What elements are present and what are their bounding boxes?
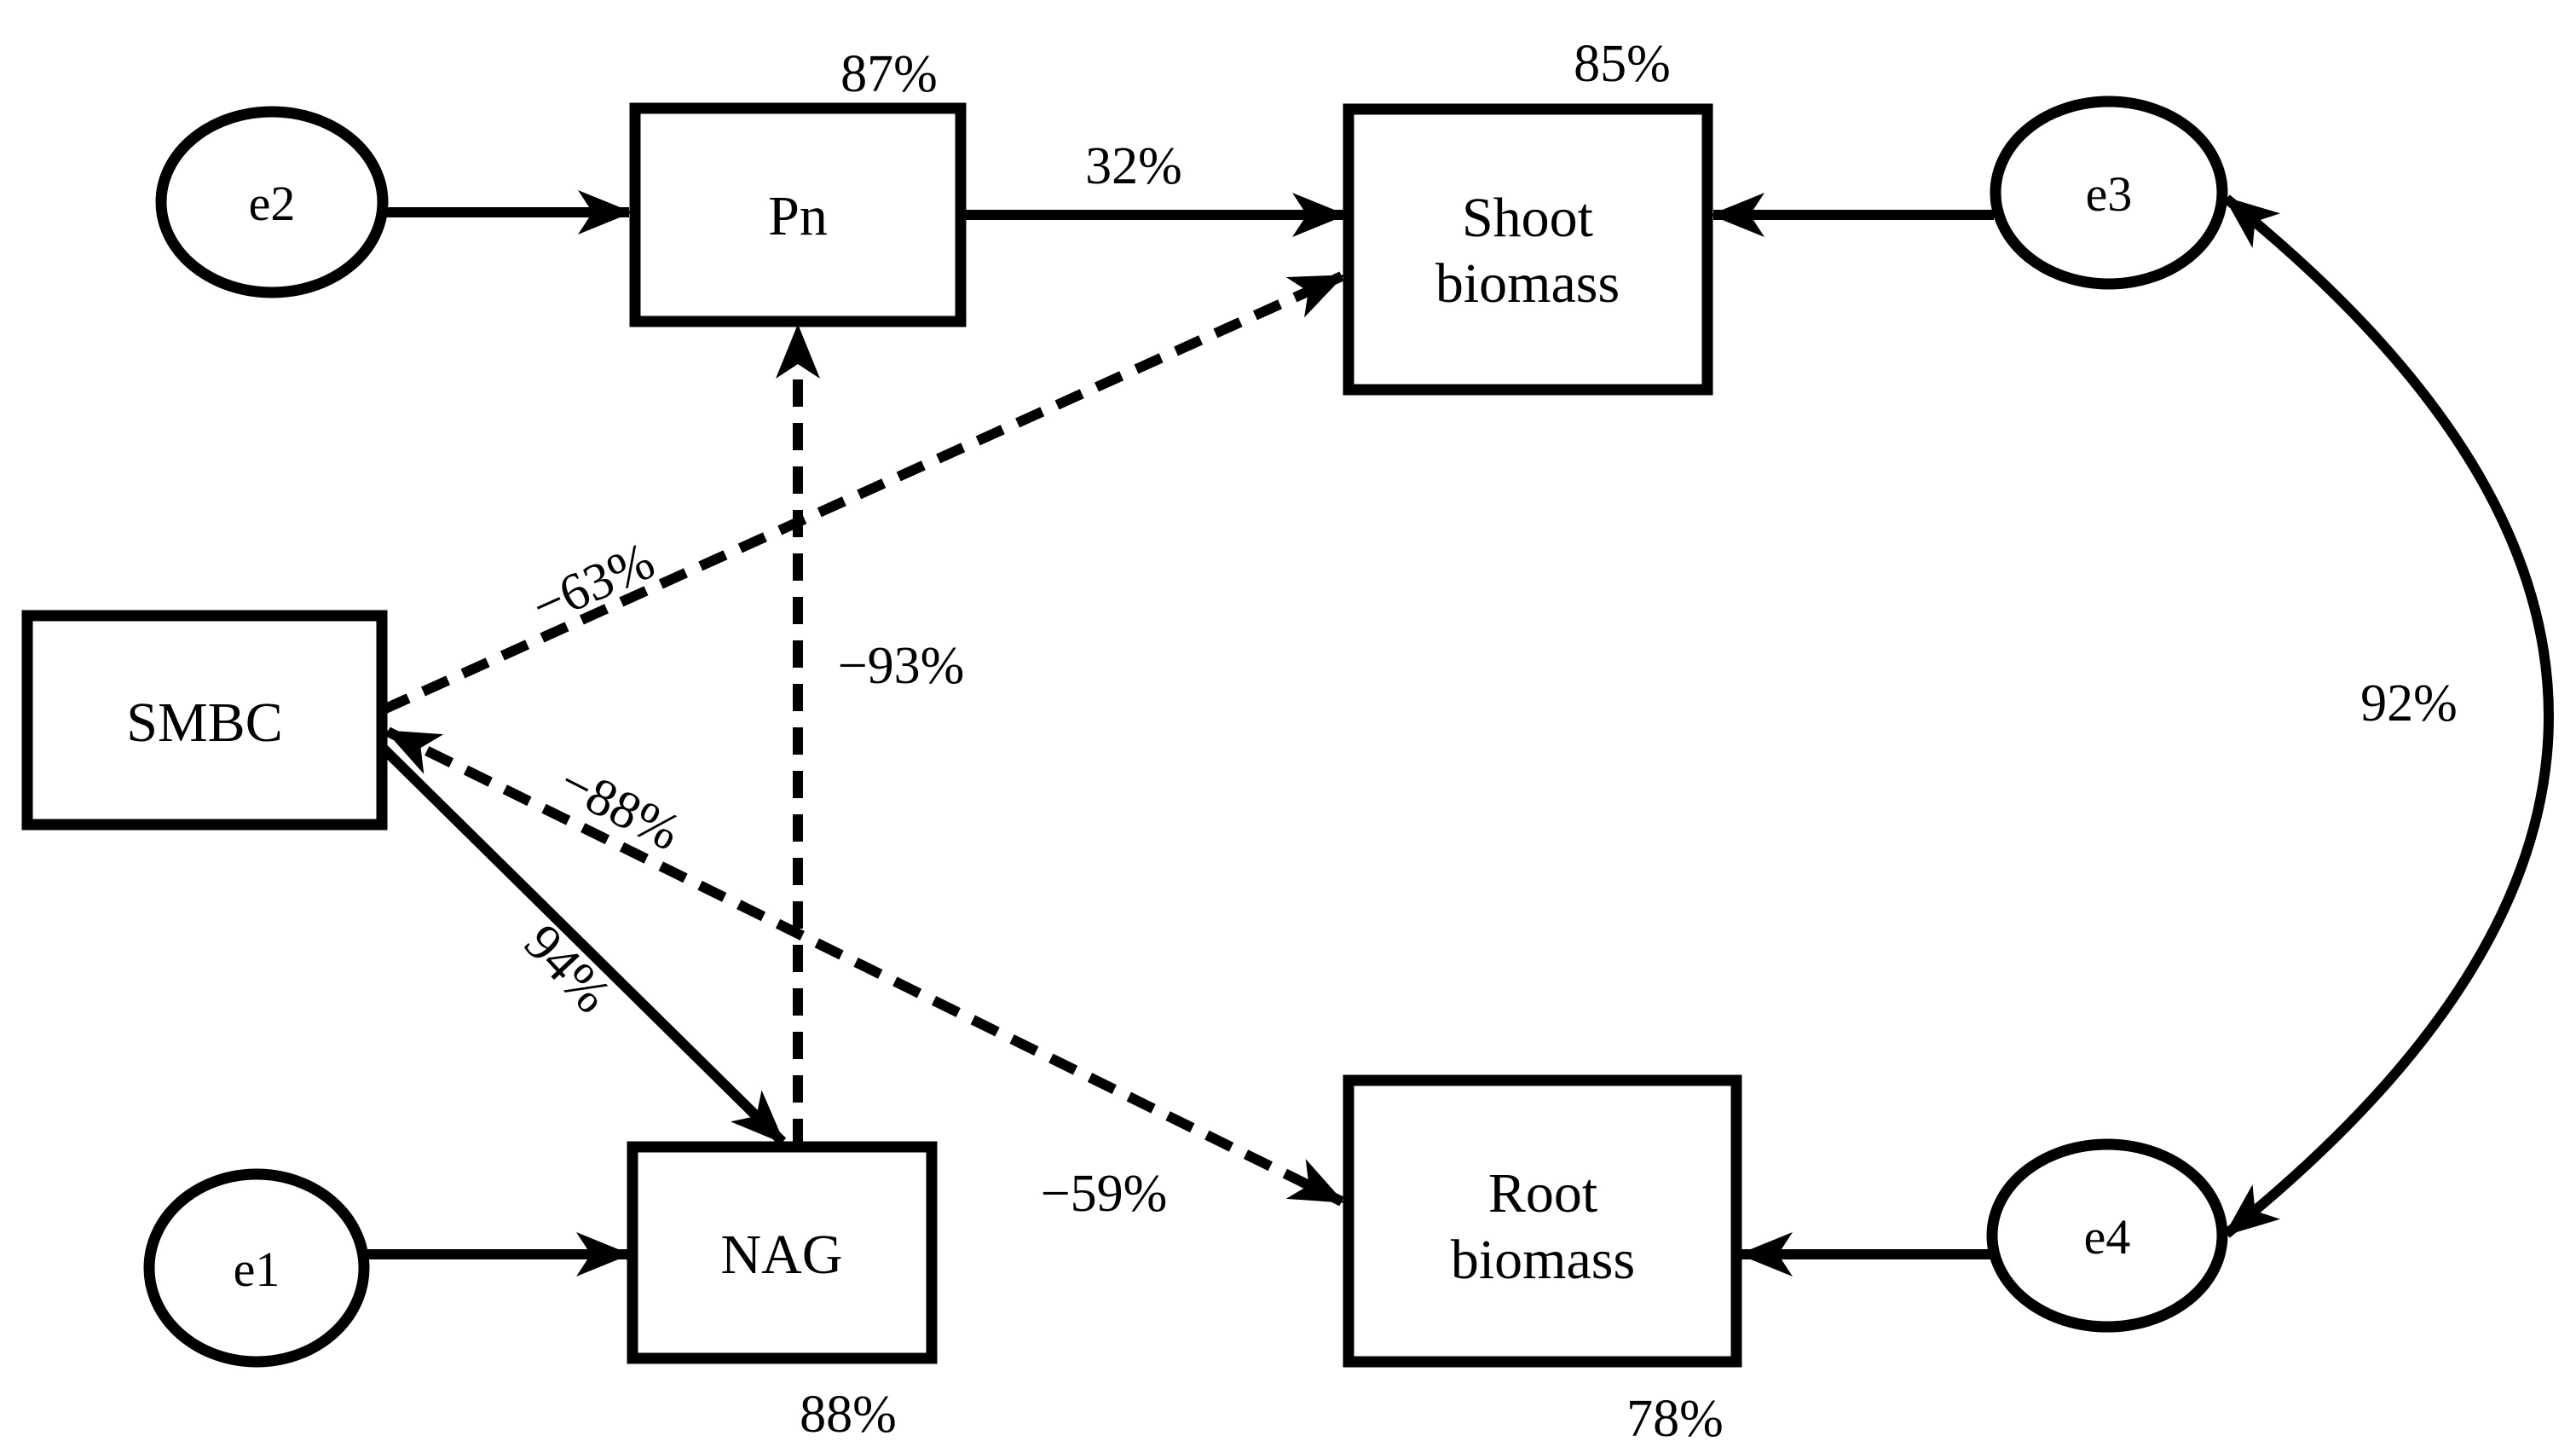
node-shoot-biomass-label-line2: biomass — [1435, 252, 1620, 315]
node-e3-label: e3 — [2086, 166, 2133, 222]
node-e4 — [1986, 1138, 2228, 1333]
node-e4-label: e4 — [2084, 1209, 2131, 1265]
node-pn-label: Pn — [768, 185, 828, 247]
variance-label-root: 78% — [1626, 1390, 1724, 1448]
node-smbc-label: SMBC — [126, 692, 282, 754]
node-pn — [629, 102, 967, 327]
node-nag — [627, 1141, 938, 1364]
coef-label-nag-pn: −93% — [838, 637, 965, 695]
edge-smbc-to-shoot — [381, 271, 1345, 715]
node-root-biomass-label-line1: Root — [1488, 1162, 1597, 1224]
coef-label-smbc-root-near-smbc: −88% — [550, 753, 689, 862]
coef-label-smbc-shoot: −63% — [523, 532, 662, 637]
node-shoot-biomass — [1343, 103, 1713, 396]
node-e2 — [155, 106, 389, 298]
edge-smbc-to-root-double — [384, 726, 1345, 1207]
node-e1 — [143, 1168, 370, 1368]
node-nag-label: NAG — [721, 1224, 843, 1286]
node-root-biomass-label-line2: biomass — [1451, 1229, 1635, 1291]
node-smbc — [21, 610, 388, 831]
variance-label-pn: 87% — [840, 45, 938, 103]
edge-e3-to-e4-covariance-curve — [2223, 194, 2554, 1238]
coef-label-smbc-root-near-root: −59% — [1041, 1165, 1168, 1223]
node-root-biomass — [1343, 1074, 1742, 1368]
coef-label-smbc-nag: 94% — [513, 914, 621, 1024]
variance-label-shoot: 85% — [1574, 35, 1671, 93]
node-e1-label: e1 — [234, 1242, 280, 1297]
coef-label-pn-shoot: 32% — [1085, 137, 1182, 195]
variance-label-nag: 88% — [800, 1386, 897, 1444]
node-e2-label: e2 — [249, 176, 296, 231]
coef-label-e3-e4: 92% — [2360, 674, 2458, 732]
node-shoot-biomass-label-line1: Shoot — [1462, 187, 1593, 249]
node-e3 — [1990, 96, 2228, 290]
